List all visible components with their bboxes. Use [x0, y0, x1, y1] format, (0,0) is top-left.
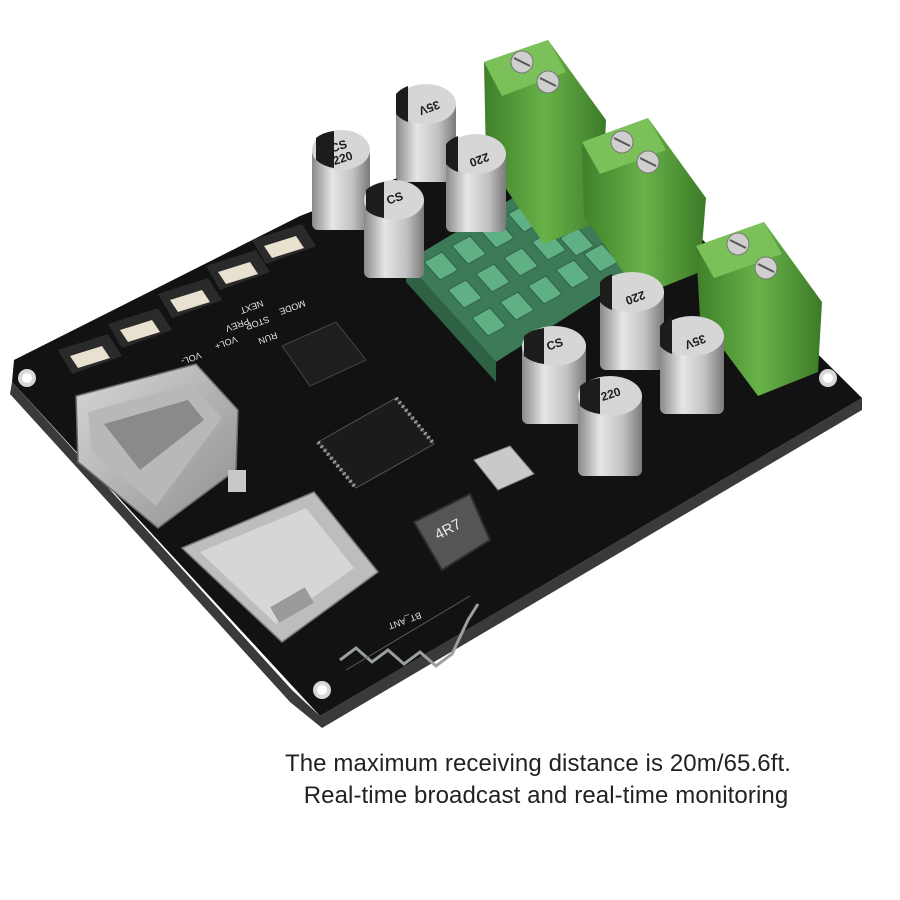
usb-port	[75, 363, 246, 529]
svg-text:220: 220	[467, 150, 491, 170]
capacitor: 35V	[660, 316, 724, 414]
capacitor: CS	[364, 180, 424, 278]
terminal-block-3	[696, 222, 822, 396]
svg-text:35V: 35V	[417, 98, 442, 118]
microsd-slot	[180, 491, 380, 643]
caption-range: The maximum receiving distance is 20m/65…	[284, 750, 792, 777]
svg-text:220: 220	[331, 148, 355, 168]
terminal-block-1	[484, 40, 606, 244]
svg-text:220: 220	[599, 384, 623, 404]
terminal-block-2	[582, 118, 706, 296]
mounting-holes	[18, 369, 837, 699]
svg-text:CS: CS	[545, 335, 565, 353]
capacitor: CS	[522, 326, 586, 424]
pcb-edge	[10, 382, 862, 728]
main-ic	[316, 396, 436, 490]
caption-broadcast: Real-time broadcast and real-time monito…	[303, 782, 789, 809]
capacitor: 220	[578, 376, 642, 476]
capacitor: 220	[446, 134, 506, 232]
crystal	[473, 445, 535, 491]
svg-text:CS: CS	[385, 189, 405, 207]
capacitor: 35V	[396, 84, 456, 182]
svg-text:CS: CS	[329, 137, 349, 155]
regulator-chip	[281, 321, 367, 387]
tactile-buttons	[58, 224, 316, 374]
inductor: 4R7	[412, 492, 492, 572]
svg-text:220: 220	[623, 288, 647, 308]
svg-text:35V: 35V	[683, 332, 708, 352]
capacitor: CS 220	[312, 130, 370, 230]
capacitor: 220	[600, 272, 664, 370]
